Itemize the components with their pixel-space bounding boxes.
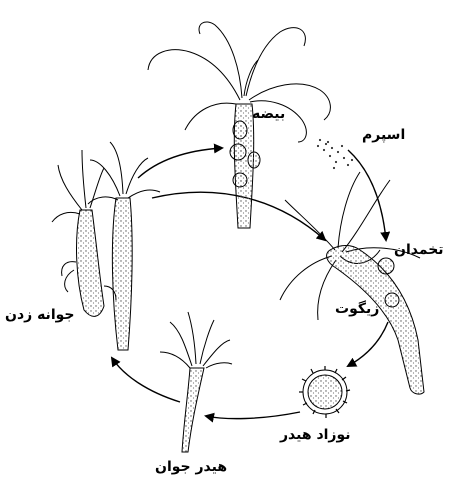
label-ovary: تخمدان xyxy=(394,243,444,257)
label-sperm: اسپرم xyxy=(362,128,405,142)
arrow-young-to-budding xyxy=(112,358,180,402)
label-egg: بیضه xyxy=(252,107,285,121)
sperm-cloud xyxy=(317,139,353,169)
label-budding: جوانه زدن xyxy=(5,308,74,322)
hydra-with-ovary xyxy=(280,172,424,394)
newborn-hydra-embryo xyxy=(299,366,350,418)
arrow-zygote-to-newborn xyxy=(348,322,388,366)
young-hydra xyxy=(160,312,232,452)
label-zygote: زیگوت xyxy=(335,302,379,316)
label-newborn-hydra: نوزاد هیدر xyxy=(280,428,351,442)
hydra-with-egg xyxy=(148,22,330,228)
label-young-hydra: هیدر جوان xyxy=(155,460,227,474)
arrow-budding-to-egg xyxy=(138,148,222,178)
arrow-newborn-to-young xyxy=(206,412,300,419)
